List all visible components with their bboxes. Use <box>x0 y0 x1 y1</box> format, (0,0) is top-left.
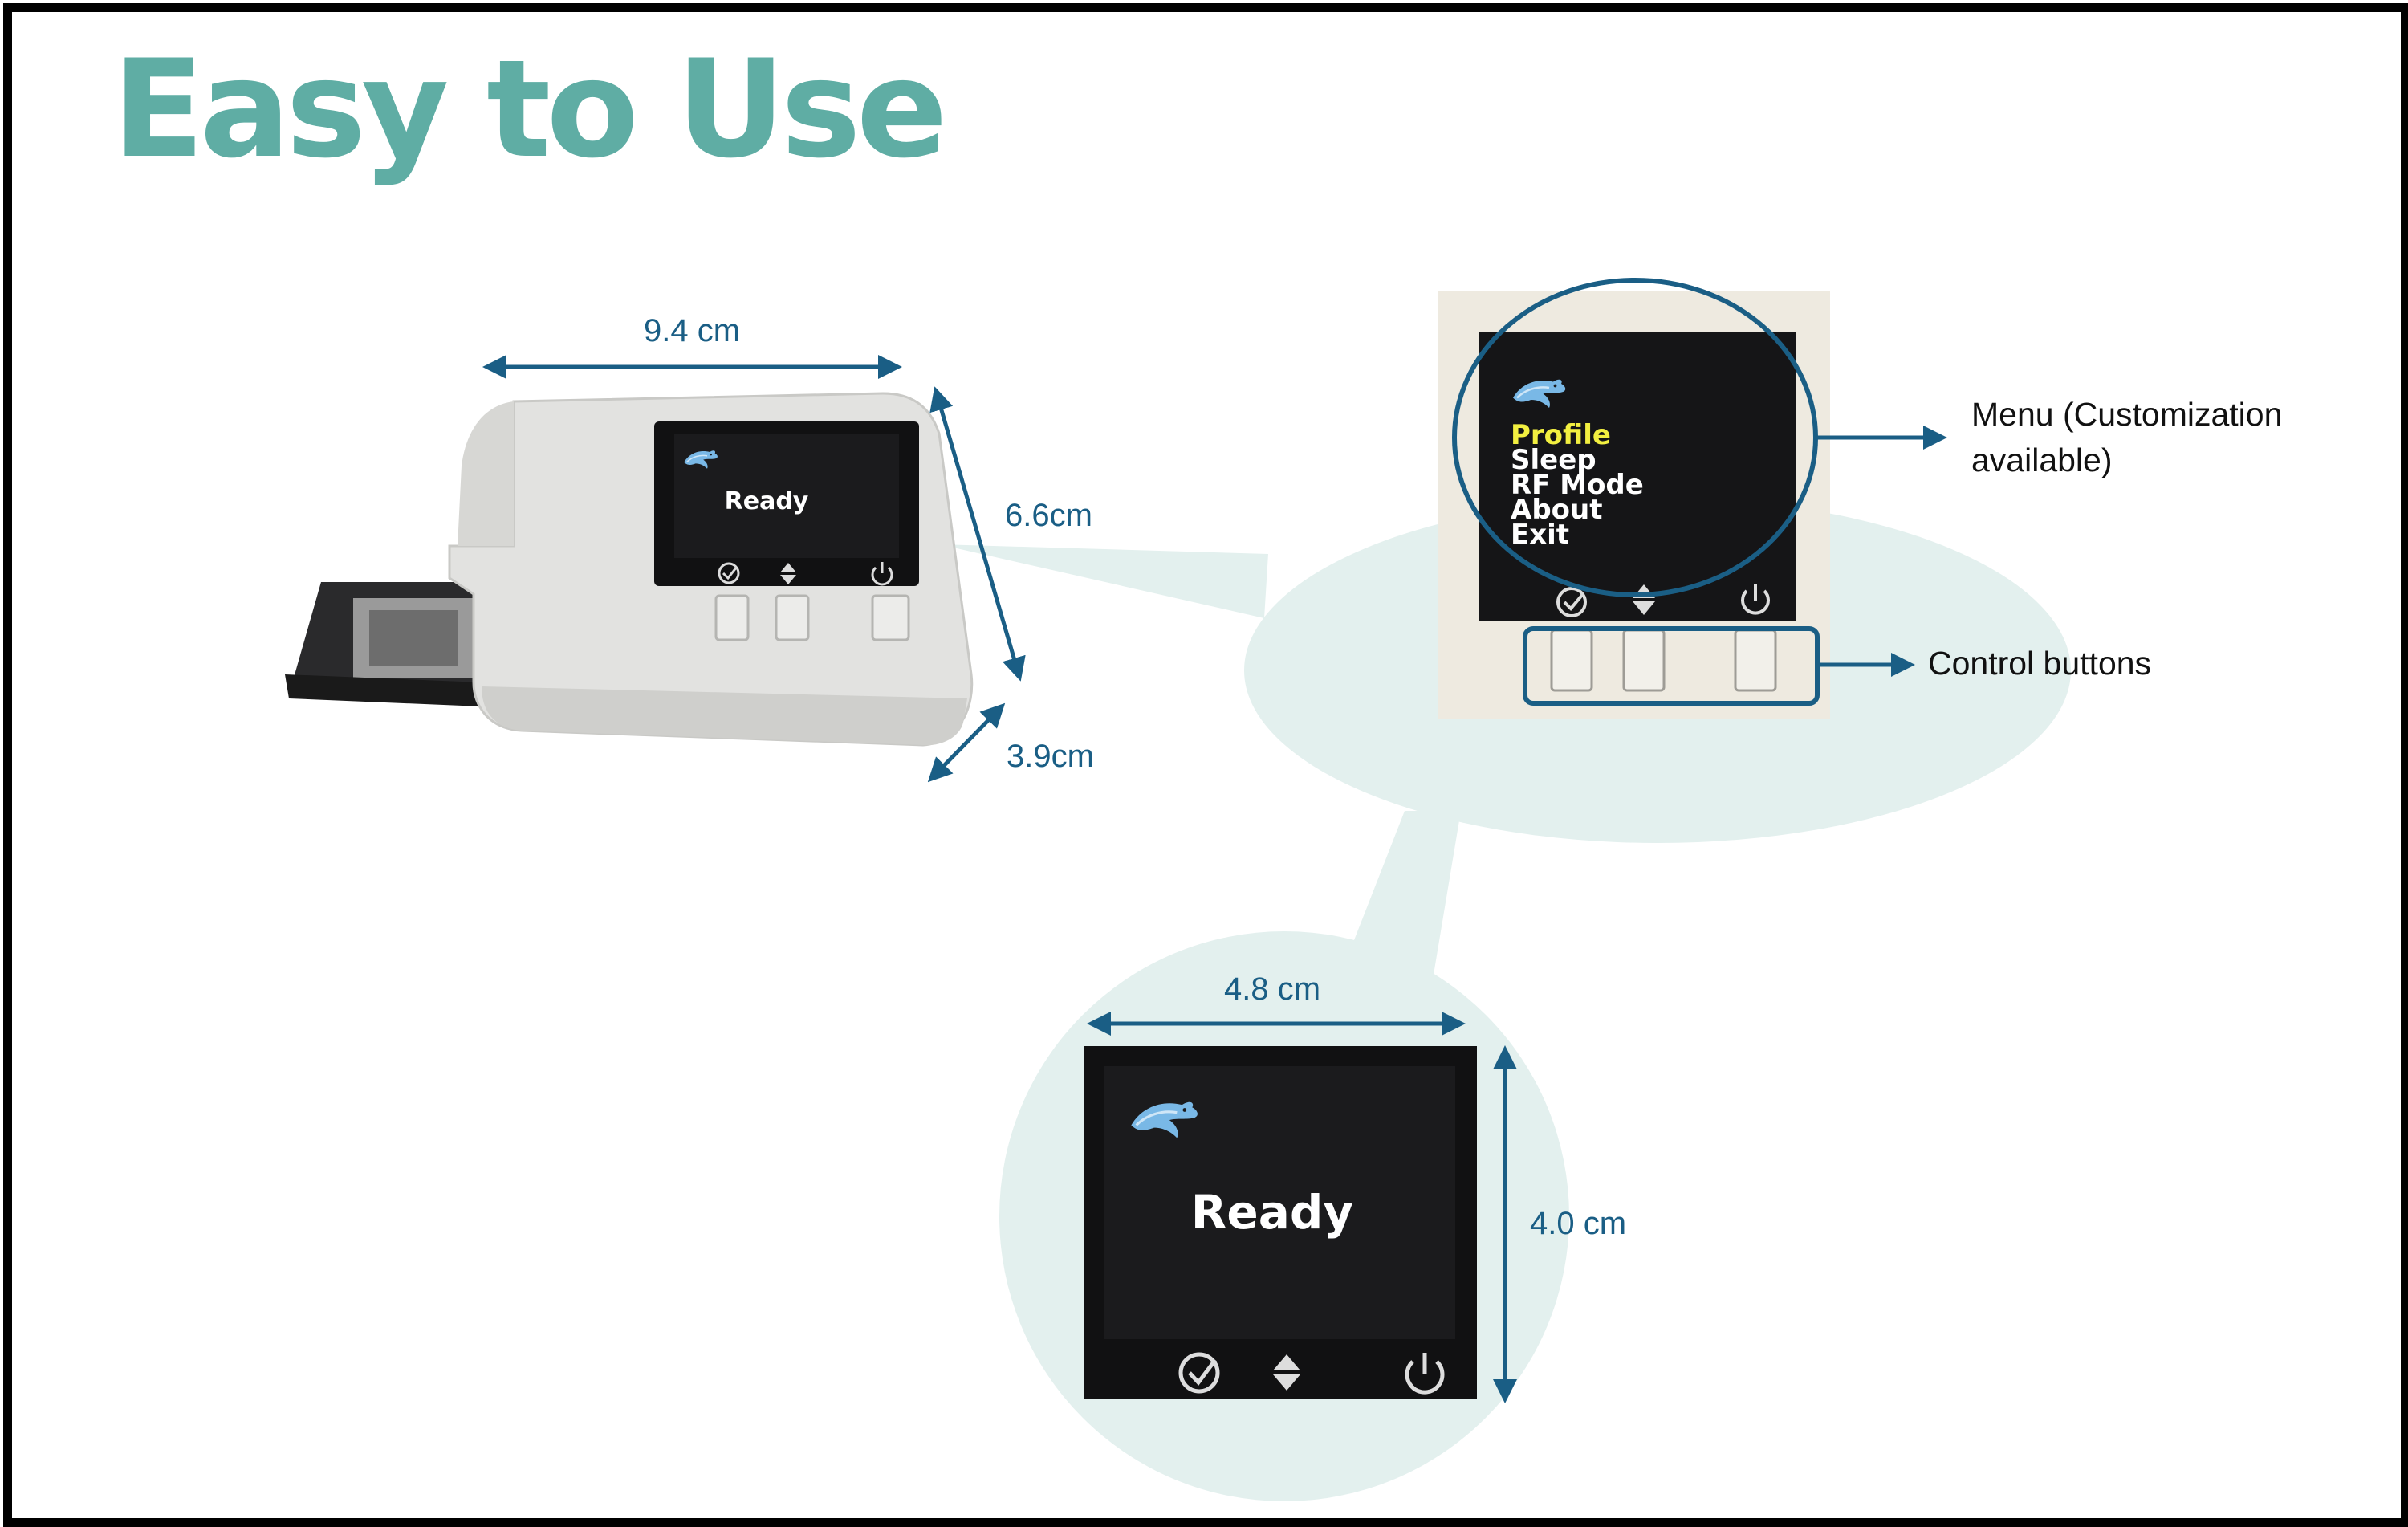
screen-height-label: 4.0 cm <box>1530 1206 1626 1241</box>
device-screen-status: Ready <box>725 487 809 515</box>
scroll-button[interactable] <box>775 594 810 641</box>
slide-border <box>3 3 2408 1527</box>
menu-closeup-photo: Profile Sleep RF Mode About Exit <box>1438 291 1830 719</box>
menu-item-about: About <box>1511 494 1602 526</box>
depth-dimension: 3.9cm <box>927 702 1094 783</box>
check-circle-icon <box>1178 1352 1220 1394</box>
slide-title: Easy to Use <box>112 31 948 188</box>
select-button[interactable] <box>1550 629 1593 692</box>
height-dimension: 6.6cm <box>929 386 1092 682</box>
up-down-arrows-icon <box>1273 1354 1300 1391</box>
power-icon <box>1405 1353 1445 1395</box>
cartridge-tray <box>285 582 482 706</box>
menu-item-profile: Profile <box>1511 419 1611 451</box>
up-down-arrows-icon <box>780 563 796 584</box>
power-button[interactable] <box>1734 629 1777 692</box>
depth-label: 3.9cm <box>1007 739 1094 774</box>
screen-width-dimension: 4.8 cm <box>1087 971 1466 1036</box>
control-buttons-annotation: Control buttons <box>1928 645 2151 682</box>
device-photo: Ready <box>285 392 974 747</box>
screen-closeup-photo: Ready <box>1084 1046 1477 1399</box>
power-icon <box>871 562 893 586</box>
check-circle-icon <box>718 562 740 584</box>
closeup-screen-status: Ready <box>1191 1185 1353 1240</box>
width-dimension: 9.4 cm <box>482 313 902 379</box>
select-button[interactable] <box>714 594 750 641</box>
menu-annotation-line1: Menu (Customization <box>1971 396 2282 433</box>
menu-highlight: Menu (Customization available) <box>1452 278 2282 597</box>
menu-list: Profile Sleep RF Mode About Exit <box>1511 419 1644 551</box>
control-buttons-highlight: Control buttons <box>1523 626 2151 706</box>
height-label: 6.6cm <box>1005 498 1092 533</box>
power-button[interactable] <box>871 594 910 641</box>
menu-item-exit: Exit <box>1511 519 1569 551</box>
scroll-button[interactable] <box>1622 629 1666 692</box>
menu-item-sleep: Sleep <box>1511 444 1597 476</box>
screen-width-label: 4.8 cm <box>1224 971 1320 1007</box>
screen-height-dimension: 4.0 cm <box>1493 1045 1626 1403</box>
check-circle-icon <box>1556 587 1587 617</box>
menu-annotation-line2: available) <box>1971 442 2113 478</box>
width-label: 9.4 cm <box>644 313 740 348</box>
power-icon <box>1741 584 1770 615</box>
menu-item-rf-mode: RF Mode <box>1511 469 1644 501</box>
